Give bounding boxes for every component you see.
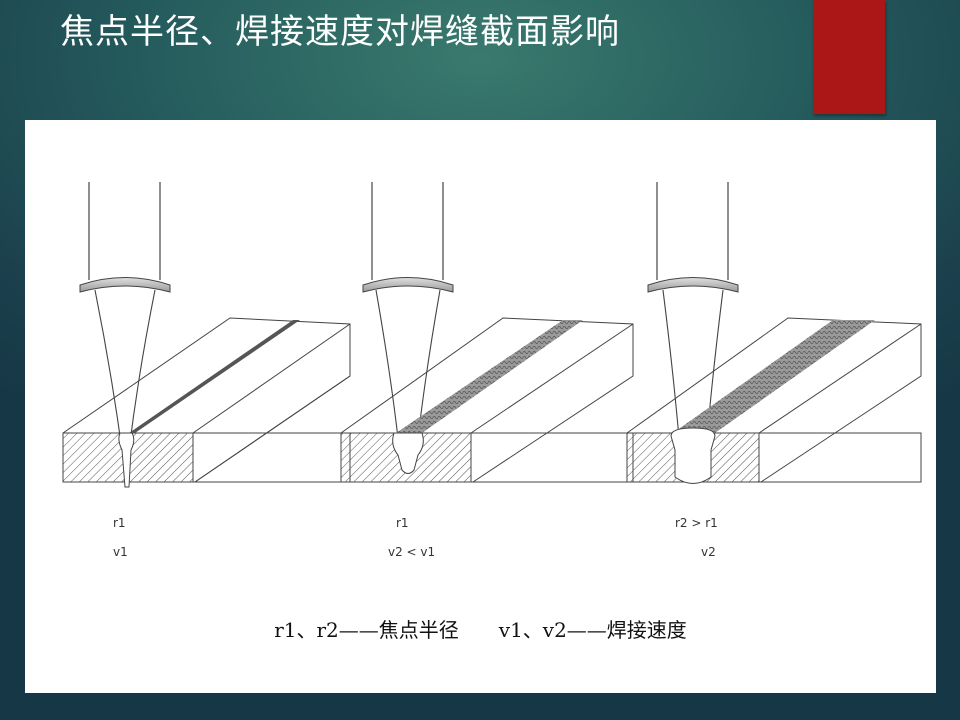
speed-label: v1 [113, 545, 128, 559]
speed-label: v2 [701, 545, 716, 559]
radius-label: r1 [113, 516, 126, 530]
accent-block [813, 0, 885, 114]
laser-beam [94, 289, 156, 451]
weld-unit-1: r1 v1 [62, 182, 351, 559]
radius-label: r2 > r1 [675, 516, 718, 530]
weld-cross-section [670, 427, 716, 484]
weld-seam [396, 320, 583, 433]
weld-seam [673, 320, 875, 433]
weld-cross-section [118, 432, 135, 488]
radius-label: r1 [396, 516, 409, 530]
caption-speed-def: v1、v2——焊接速度 [498, 618, 687, 642]
caption: r1、r2——焦点半径 v1、v2——焊接速度 [25, 614, 936, 643]
weld-unit-3: r2 > r1 v2 [626, 182, 922, 559]
weld-cross-section [392, 432, 424, 474]
lens [79, 277, 171, 293]
slide-title: 焦点半径、焊接速度对焊缝截面影响 [60, 12, 620, 52]
speed-label: v2 < v1 [388, 545, 435, 559]
caption-radius-def: r1、r2——焦点半径 [274, 618, 459, 642]
weld-diagram: r1 v1 r1 v2 < v1 [62, 182, 922, 559]
weld-seam [129, 320, 300, 433]
weld-unit-2: r1 v2 < v1 [340, 182, 634, 559]
lens [362, 277, 454, 293]
figure-panel: r1 v1 r1 v2 < v1 [25, 120, 936, 693]
lens [647, 277, 739, 293]
